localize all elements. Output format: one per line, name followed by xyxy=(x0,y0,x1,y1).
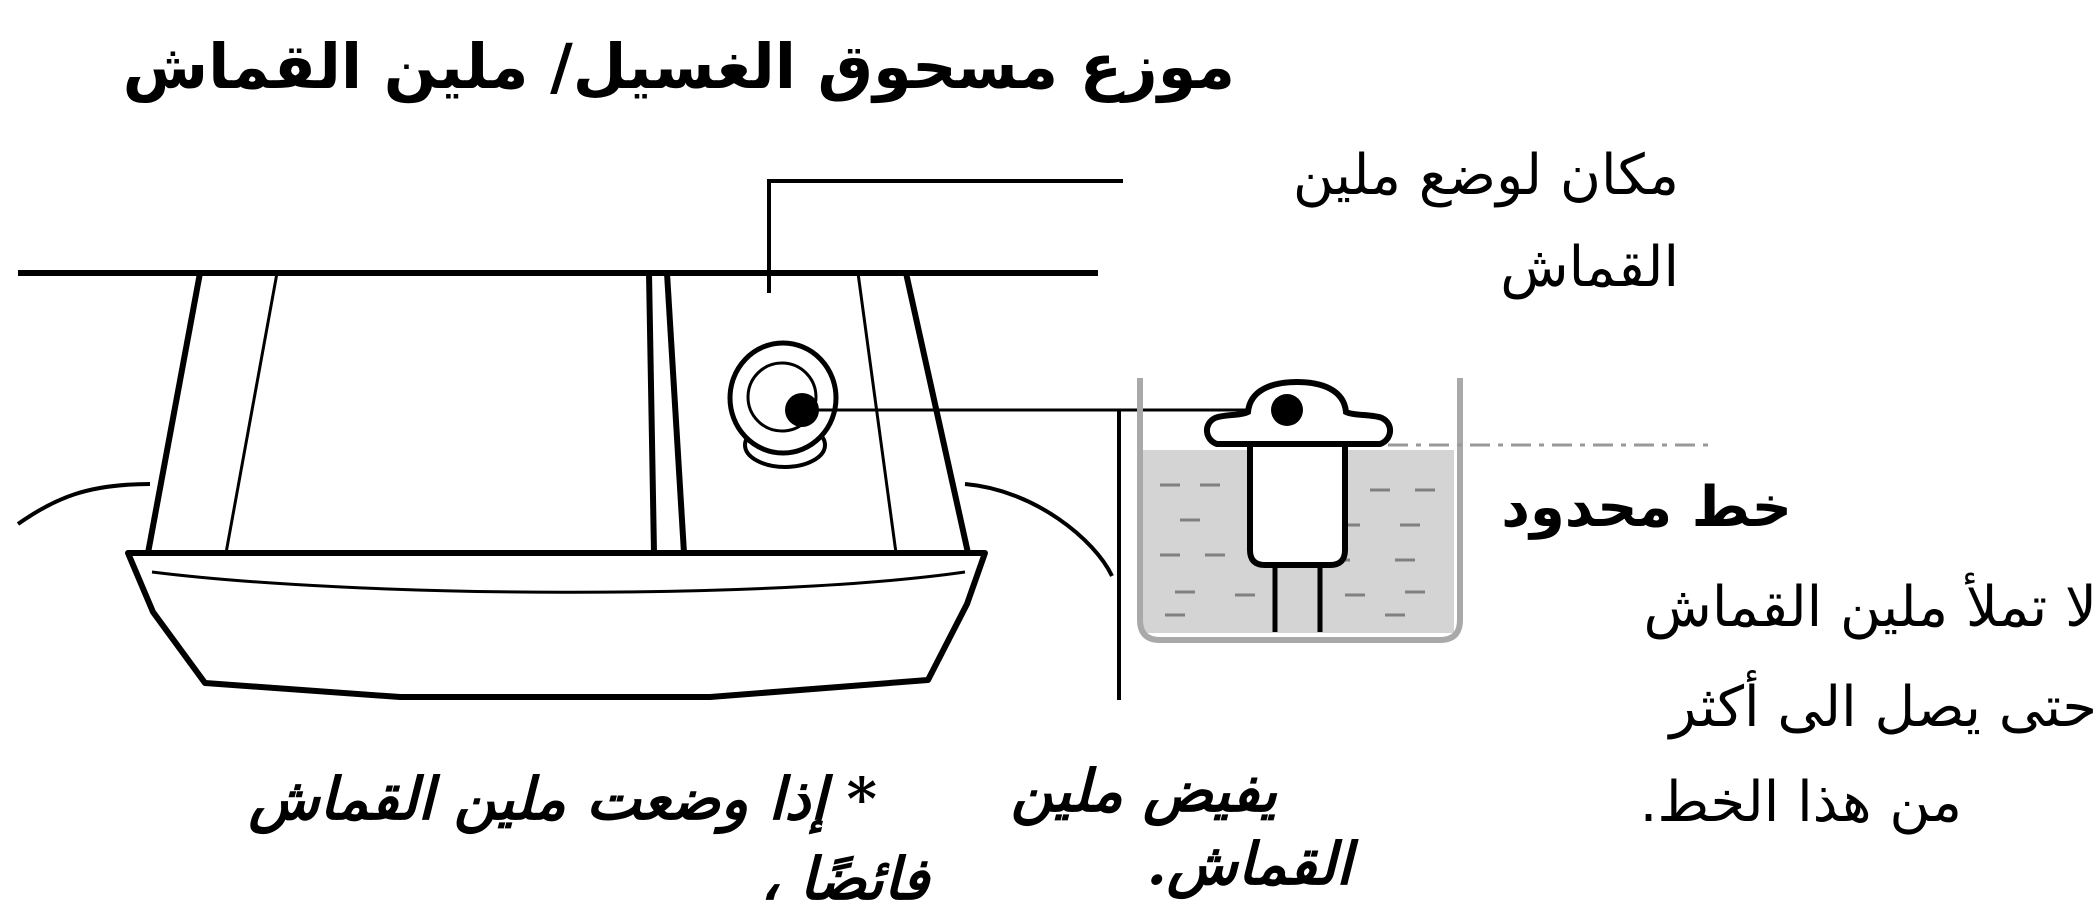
machine-right-curve xyxy=(964,482,1114,577)
liquid-dashes xyxy=(1160,483,1435,617)
machine-left-curve xyxy=(16,482,151,526)
overflow-warning-part1-line1: * إذا وضعت ملين القماش xyxy=(248,765,877,833)
softener-place-label-line2: القماش xyxy=(1500,235,1679,300)
cup-wall xyxy=(1137,378,1463,643)
detail-cup xyxy=(1137,378,1712,643)
page-title: موزع مسحوق الغسيل/ ملين القماش xyxy=(122,30,1235,103)
siphon-cap xyxy=(1204,378,1393,632)
softener-place-label-line1: مكان لوضع ملين xyxy=(1292,143,1679,208)
limit-line-heading: خط محدود xyxy=(1501,475,1792,540)
limit-line-note-line1: لا تملأ ملين القماش xyxy=(1643,575,2097,640)
overflow-warning-part1-line2: فائضًا ، xyxy=(760,845,929,905)
overflow-warning-part2-line1: يفيض ملين xyxy=(1010,757,1277,825)
overflow-warning-part2-line2: القماش. xyxy=(1146,830,1352,898)
softener-cap xyxy=(727,340,839,469)
limit-line-note-line3: من هذا الخط. xyxy=(1639,770,1962,835)
dispenser-drawer xyxy=(125,272,988,700)
softener-place-leader xyxy=(767,179,1123,293)
limit-line-note-line2: حتى يصل الى أكثر xyxy=(1669,675,2097,740)
